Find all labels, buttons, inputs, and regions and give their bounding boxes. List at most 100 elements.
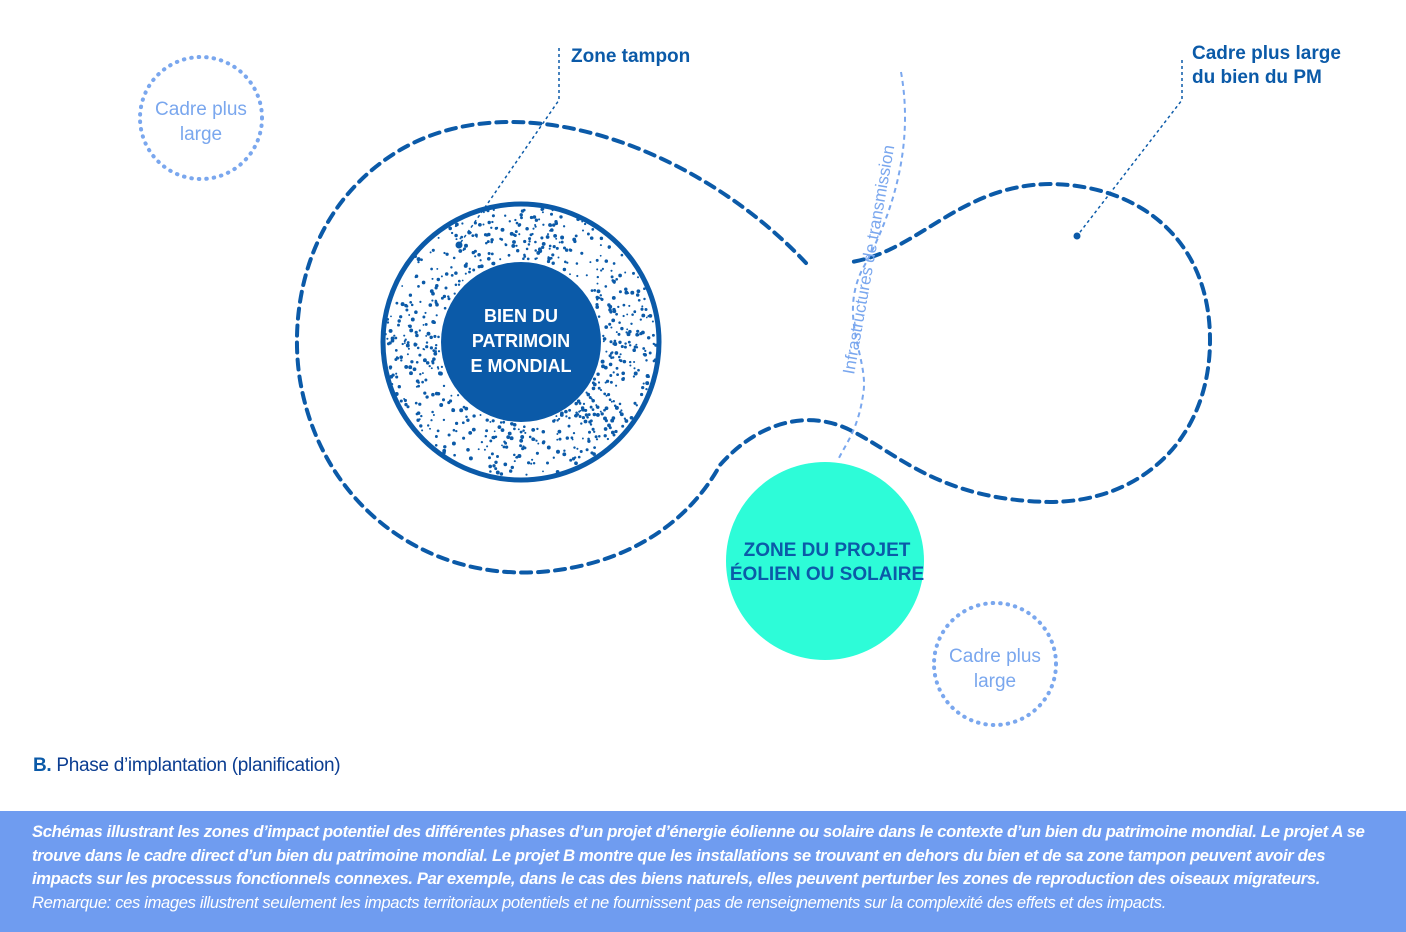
stipple-dot: [486, 256, 491, 261]
stipple-dot: [436, 267, 439, 270]
stipple-dot: [431, 359, 435, 364]
stipple-dot: [454, 421, 459, 426]
stipple-dot: [555, 470, 560, 474]
stipple-dot: [604, 325, 609, 329]
stipple-dot: [416, 418, 420, 422]
stipple-dot: [435, 314, 438, 317]
stipple-dot: [405, 308, 409, 312]
stipple-dot: [564, 248, 569, 252]
stipple-dot: [410, 303, 414, 307]
stipple-dot: [403, 398, 407, 403]
stipple-dot: [436, 366, 439, 369]
stipple-dot: [626, 313, 629, 316]
stipple-dot: [468, 270, 471, 274]
stipple-dot: [434, 347, 438, 350]
stipple-dot: [554, 220, 558, 224]
stipple-dot: [630, 290, 635, 295]
stipple-dot: [522, 429, 525, 432]
stipple-dot: [455, 238, 458, 241]
stipple-dot: [569, 273, 571, 276]
stipple-dot: [557, 429, 562, 434]
stipple-dot: [552, 223, 556, 227]
stipple-dot: [429, 427, 431, 430]
stipple-dot: [509, 231, 514, 236]
stipple-dot: [591, 427, 595, 431]
stipple-dot: [635, 293, 640, 297]
stipple-dot: [394, 392, 399, 396]
stipple-dot: [447, 433, 451, 437]
stipple-dot: [452, 428, 456, 432]
stipple-dot: [609, 374, 613, 377]
stipple-dot: [608, 322, 612, 326]
stipple-dot: [494, 435, 498, 439]
stipple-dot: [618, 290, 622, 294]
stipple-dot: [633, 371, 638, 376]
stipple-dot: [486, 445, 489, 448]
stipple-dot: [485, 418, 489, 422]
stipple-dot: [542, 440, 546, 444]
project-zone: [726, 462, 924, 660]
stipple-dot: [454, 283, 458, 287]
stipple-dot: [450, 266, 453, 269]
stipple-dot: [620, 253, 624, 257]
stipple-dot: [401, 285, 404, 287]
stipple-dot: [568, 416, 571, 420]
stipple-dot: [629, 415, 634, 420]
stipple-dot: [461, 222, 464, 225]
stipple-dot: [502, 420, 506, 424]
stipple-dot: [613, 339, 617, 343]
stipple-dot: [560, 235, 565, 240]
stipple-dot: [414, 275, 418, 279]
stipple-dot: [647, 375, 650, 379]
stipple-dot: [568, 408, 572, 412]
stipple-dot: [541, 245, 545, 250]
stipple-dot: [408, 314, 411, 316]
buffer-zone-dots: [384, 207, 658, 476]
stipple-dot: [620, 409, 623, 412]
stipple-dot: [434, 435, 438, 438]
stipple-dot: [541, 208, 545, 211]
stipple-dot: [447, 297, 451, 301]
stipple-dot: [636, 289, 641, 294]
stipple-dot: [626, 328, 629, 331]
stipple-dot: [404, 364, 409, 369]
stipple-dot: [542, 223, 545, 226]
stipple-dot: [389, 367, 392, 370]
stipple-dot: [612, 279, 616, 284]
stipple-dot: [622, 359, 627, 364]
stipple-dot: [609, 380, 613, 384]
stipple-dot: [632, 271, 635, 275]
stipple-dot: [582, 402, 586, 405]
stipple-dot: [477, 253, 481, 257]
stipple-dot: [512, 240, 516, 244]
stipple-dot: [442, 418, 446, 422]
stipple-dot: [523, 425, 526, 428]
stipple-dot: [523, 253, 526, 257]
stipple-dot: [386, 337, 389, 340]
stipple-dot: [603, 434, 607, 438]
stipple-dot: [586, 416, 589, 419]
stipple-dot: [612, 307, 616, 312]
stipple-dot: [434, 343, 438, 347]
stipple-dot: [416, 346, 420, 350]
stipple-dot: [572, 431, 576, 435]
stipple-dot: [538, 247, 542, 252]
stipple-dot: [578, 415, 582, 418]
stipple-dot: [397, 319, 401, 323]
stipple-dot: [546, 461, 549, 465]
stipple-dot: [602, 337, 607, 341]
stipple-dot: [494, 460, 498, 464]
stipple-dot: [593, 430, 596, 433]
stipple-dot: [426, 331, 431, 336]
stipple-dot: [452, 256, 456, 260]
stipple-dot: [595, 438, 599, 441]
stipple-dot: [628, 329, 632, 334]
stipple-dot: [541, 430, 546, 434]
stipple-dot: [525, 247, 529, 251]
stipple-dot: [610, 269, 613, 272]
stipple-dot: [499, 258, 502, 261]
phase-title: B. Phase d’implantation (planification): [33, 755, 341, 777]
stipple-dot: [429, 289, 434, 294]
stipple-dot: [524, 431, 527, 434]
stipple-dot: [395, 375, 399, 379]
